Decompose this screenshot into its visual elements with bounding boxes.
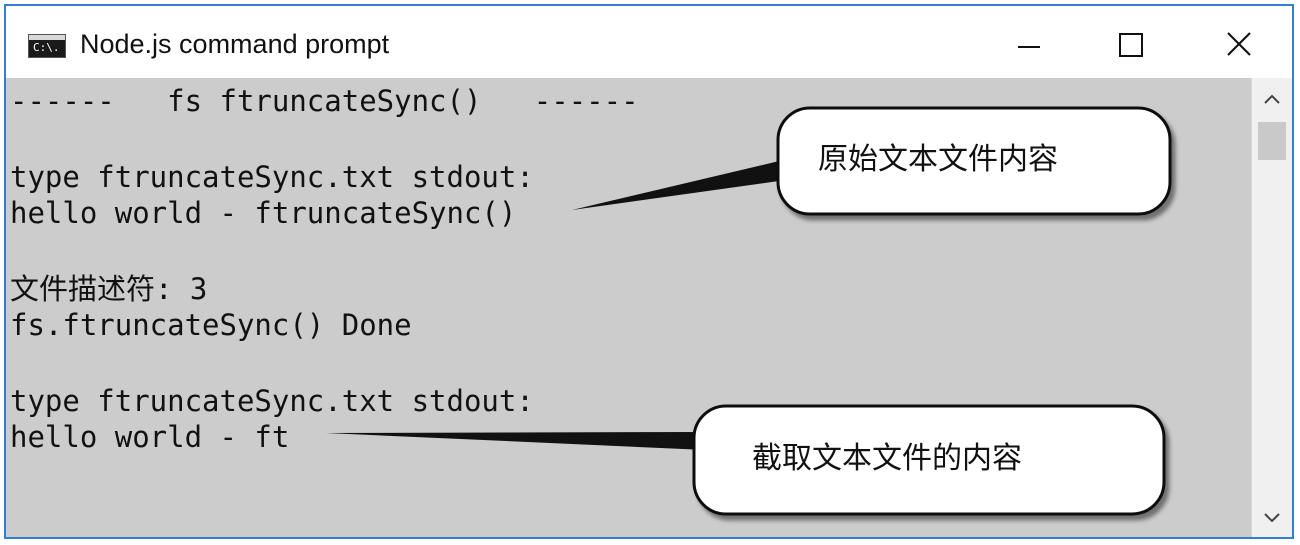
console-line-descriptor: 文件描述符: 3: [10, 272, 208, 306]
minimize-icon: [1018, 46, 1040, 48]
vertical-scrollbar[interactable]: [1251, 78, 1292, 537]
callout-label-truncated: 截取文本文件的内容: [752, 441, 1022, 476]
scroll-thumb[interactable]: [1258, 122, 1286, 160]
window-title: Node.js command prompt: [80, 29, 390, 59]
maximize-icon: [1119, 33, 1143, 57]
console-line-type-1: type ftruncateSync.txt stdout:: [10, 160, 534, 194]
console-line-done: fs.ftruncateSync() Done: [10, 308, 412, 342]
title-bar[interactable]: C:\. Node.js command prompt: [6, 6, 1292, 78]
console-line-header: ------ fs ftruncateSync() ------: [10, 84, 639, 118]
app-icon-label: C:\.: [33, 41, 60, 54]
minimize-button[interactable]: [996, 20, 1062, 70]
console-line-truncated: hello world - ft: [10, 420, 290, 454]
console-output[interactable]: ------ fs ftruncateSync() ------ type ft…: [6, 78, 1254, 537]
console-window: C:\. Node.js command prompt ------ fs ft…: [4, 4, 1294, 539]
close-button[interactable]: [1206, 20, 1272, 70]
command-prompt-icon[interactable]: C:\.: [28, 34, 66, 58]
maximize-button[interactable]: [1098, 20, 1164, 70]
console-line-type-2: type ftruncateSync.txt stdout:: [10, 384, 534, 418]
callout-label-original: 原始文本文件内容: [818, 142, 1058, 177]
close-icon: [1227, 32, 1251, 56]
console-line-original: hello world - ftruncateSync(): [10, 196, 517, 230]
scroll-down-button[interactable]: [1252, 499, 1292, 535]
scroll-up-button[interactable]: [1252, 82, 1292, 118]
chevron-up-icon: [1264, 94, 1280, 104]
chevron-down-icon: [1264, 513, 1280, 523]
